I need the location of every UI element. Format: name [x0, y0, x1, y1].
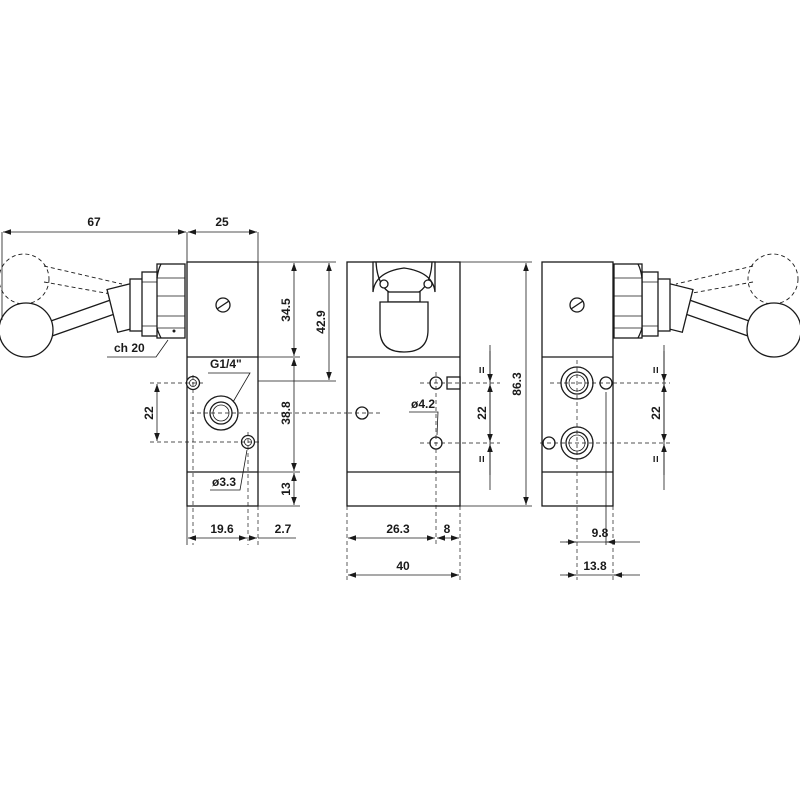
callout-ch20: ch 20: [114, 341, 145, 355]
dim-26-3: 26.3: [386, 522, 410, 536]
lever-ghost-right: [675, 253, 799, 305]
pin-tab: [446, 376, 461, 390]
dim-34-5: 34.5: [279, 298, 293, 322]
dim-86-3: 86.3: [510, 372, 524, 396]
lever: [0, 271, 159, 358]
dim-22-left: 22: [142, 406, 156, 420]
actuator-top: [372, 261, 436, 353]
dim-13-8: 13.8: [583, 559, 607, 573]
dim-38-8: 38.8: [279, 401, 293, 425]
dim-42-9: 42.9: [314, 310, 328, 334]
equal-mark-mid-bottom: =: [475, 455, 489, 462]
callout-g14: G1/4": [210, 357, 242, 371]
left-view: 67 25 34.5 38.8 13 42.9 22 19.6 2.7 ch 2…: [0, 215, 372, 545]
equal-mark-right-top: =: [649, 366, 663, 373]
screw-head-right: [569, 297, 585, 313]
screw-head-left: [215, 297, 231, 313]
dim-67: 67: [87, 215, 101, 229]
dim-8: 8: [444, 522, 451, 536]
equal-mark-right-bottom: =: [649, 455, 663, 462]
right-view: 22 = = 9.8 13.8: [540, 253, 800, 580]
callout-d3-3: ø3.3: [212, 475, 236, 489]
dim-19-6: 19.6: [210, 522, 234, 536]
dim-2-7: 2.7: [275, 522, 292, 536]
middle-view: 86.3 22 = = 26.3 8 40 ø4.2: [346, 261, 532, 580]
dim-22-right: 22: [649, 406, 663, 420]
dim-9-8: 9.8: [592, 526, 609, 540]
lever-ghost: [0, 253, 123, 305]
hex-nut: [156, 263, 186, 339]
dim-13: 13: [279, 482, 293, 496]
dim-40: 40: [396, 559, 410, 573]
dim-25: 25: [215, 215, 229, 229]
equal-mark-mid-top: =: [475, 366, 489, 373]
lever-right: [641, 271, 800, 358]
callout-d4-2: ø4.2: [411, 397, 435, 411]
dim-22-mid: 22: [475, 406, 489, 420]
hex-nut-right: [613, 263, 643, 339]
